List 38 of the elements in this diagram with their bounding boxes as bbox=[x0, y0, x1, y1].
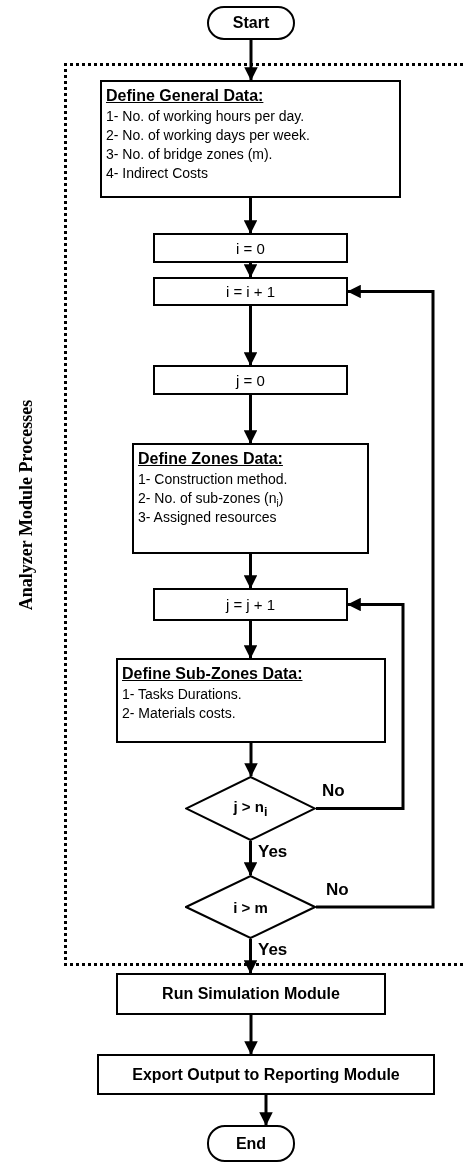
list-item: 2- Materials costs. bbox=[122, 704, 236, 723]
list-item: 1- No. of working hours per day. bbox=[106, 107, 305, 126]
process-box: Export Output to Reporting Module bbox=[97, 1054, 435, 1095]
process-box bbox=[132, 443, 369, 554]
box-heading: Define General Data: bbox=[106, 86, 264, 106]
process-box bbox=[116, 658, 386, 743]
arrow bbox=[243, 841, 258, 876]
condition-text: j > n$_{i}$ bbox=[233, 798, 268, 819]
arrow bbox=[244, 743, 258, 777]
arrow bbox=[243, 939, 258, 974]
list-item: 1- Tasks Durations. bbox=[122, 685, 242, 704]
arrow bbox=[243, 198, 258, 234]
arrow bbox=[316, 597, 405, 810]
process-box: i = i + 1 bbox=[153, 277, 348, 306]
arrow bbox=[244, 1015, 258, 1055]
list-item: 3- Assigned resources bbox=[138, 508, 277, 527]
arrow bbox=[244, 40, 258, 81]
process-box: j = 0 bbox=[153, 365, 348, 395]
box-heading: Define Sub-Zones Data: bbox=[122, 664, 303, 684]
arrow bbox=[259, 1095, 273, 1126]
list-item: 2- No. of sub-zones (n$_{i}$) bbox=[138, 489, 284, 508]
process-box: i = 0 bbox=[153, 233, 348, 263]
list-item: 4- Indirect Costs bbox=[106, 164, 208, 183]
arrow bbox=[243, 621, 258, 659]
process-box: Run Simulation Module bbox=[116, 973, 386, 1015]
process-box bbox=[100, 80, 401, 198]
list-item: 2- No. of working days per week. bbox=[106, 126, 310, 145]
region-label: Analyzer Module Processes bbox=[15, 399, 37, 611]
list-item: 1- Construction method. bbox=[138, 470, 288, 489]
arrow bbox=[243, 554, 258, 589]
arrow bbox=[243, 306, 258, 366]
list-item: 3- No. of bridge zones (m). bbox=[106, 145, 273, 164]
arrow bbox=[243, 263, 258, 278]
box-heading: Define Zones Data: bbox=[138, 449, 283, 469]
arrow bbox=[316, 284, 435, 909]
process-box: j = j + 1 bbox=[153, 588, 348, 621]
arrow bbox=[243, 395, 258, 444]
condition-text: i > m bbox=[233, 898, 268, 916]
